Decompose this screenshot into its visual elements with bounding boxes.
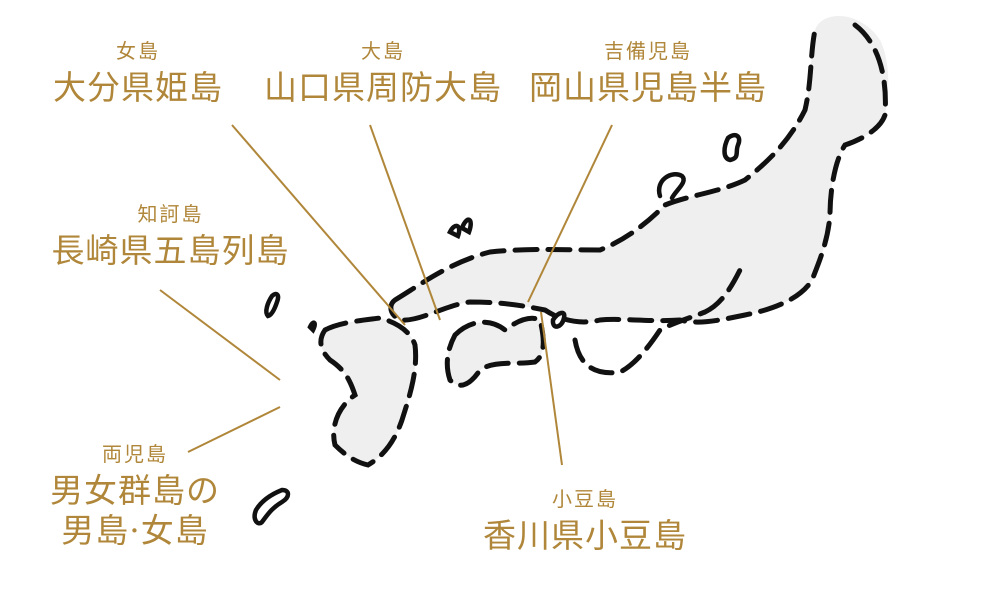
goto-island-2: [307, 320, 317, 334]
leader-danjo: [187, 406, 281, 453]
leader-kojima: [527, 124, 613, 303]
label-main: 山口県周防大島: [264, 68, 502, 107]
label-sub: 吉備児島: [604, 39, 692, 63]
honshu-outline: [388, 22, 888, 325]
shikoku-outline: [444, 315, 546, 388]
label-goto: 知訶島 長崎県五島列島: [38, 203, 303, 269]
label-sub: 小豆島: [552, 487, 618, 511]
kyushu-outline: [318, 315, 419, 468]
label-shodoshima: 小豆島 香川県小豆島: [470, 488, 700, 554]
honshu-land: [390, 16, 889, 323]
oki-island-2: [459, 217, 473, 236]
label-sub: 知訶島: [137, 202, 204, 226]
leader-lines: [159, 124, 613, 466]
label-sub: 女島: [116, 39, 160, 63]
danjo-islands: [252, 487, 291, 526]
label-suo-oshima: 大島 山口県周防大島: [258, 40, 508, 106]
shikoku-land: [447, 318, 544, 386]
awaji-kii-outline: [572, 267, 743, 376]
label-main: 大分県姫島: [53, 68, 223, 107]
label-kojima: 吉備児島 岡山県児島半島: [523, 40, 773, 106]
awaji-island: [550, 310, 567, 329]
oki-island-1: [446, 223, 462, 240]
label-sub: 大島: [361, 39, 405, 63]
label-main: 岡山県児島半島: [529, 68, 767, 107]
leader-suo-oshima: [369, 124, 441, 321]
goto-island-1: [264, 291, 281, 319]
label-main: 香川県小豆島: [483, 516, 687, 555]
leader-shodoshima: [540, 311, 563, 466]
noto-peninsula: [656, 172, 686, 201]
label-sub: 両児島: [102, 442, 168, 466]
label-main: 男女群島の: [50, 471, 220, 510]
label-danjo: 両児島 男女群島の 男島·女島: [30, 443, 240, 550]
label-himeshima: 女島 大分県姫島: [38, 40, 238, 106]
label-main: 長崎県五島列島: [51, 231, 290, 270]
leader-goto: [159, 289, 281, 381]
kyushu-land: [320, 318, 416, 465]
label-main-line2: 男島·女島: [61, 511, 209, 551]
sado-island: [722, 132, 742, 163]
leader-himeshima: [231, 124, 406, 326]
